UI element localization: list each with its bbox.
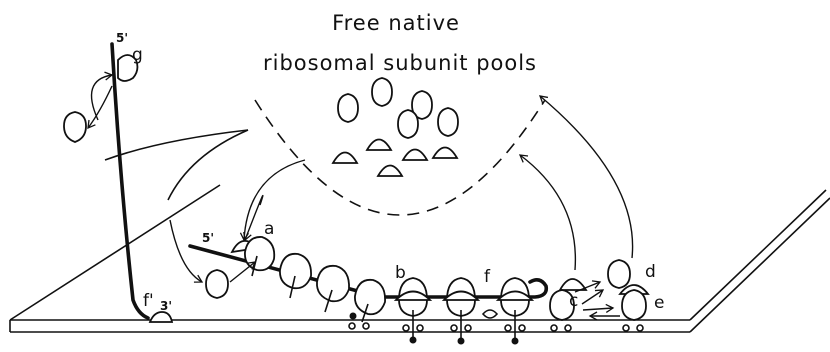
label-3-prime: 3'	[160, 299, 172, 313]
label-b: b	[395, 263, 406, 283]
title-line-2: ribosomal subunit pools	[263, 51, 537, 75]
membrane-anchor-bump	[150, 312, 172, 322]
released-subunit-left	[64, 112, 86, 142]
label-e: e	[654, 293, 664, 313]
label-5-prime-mrna: 5'	[202, 231, 214, 245]
label-f-prime: f'	[143, 291, 154, 311]
label-c: c	[569, 291, 578, 311]
cycle-arrows	[88, 75, 633, 316]
free-large-subunits	[338, 78, 458, 138]
title-line-1: Free native	[332, 11, 460, 35]
label-d: d	[645, 262, 656, 282]
free-mrna-strand	[112, 44, 148, 318]
label-5-prime-top: 5'	[116, 31, 128, 45]
subunit-near-a	[206, 270, 228, 298]
label-a: a	[264, 219, 274, 239]
label-g: g	[132, 45, 143, 65]
subunit-e	[622, 290, 646, 320]
initiating-ribosomes	[232, 237, 385, 322]
subunit-d	[608, 260, 630, 288]
subunit-c	[560, 279, 586, 290]
free-small-subunits	[333, 140, 457, 177]
label-f: f	[484, 267, 491, 287]
